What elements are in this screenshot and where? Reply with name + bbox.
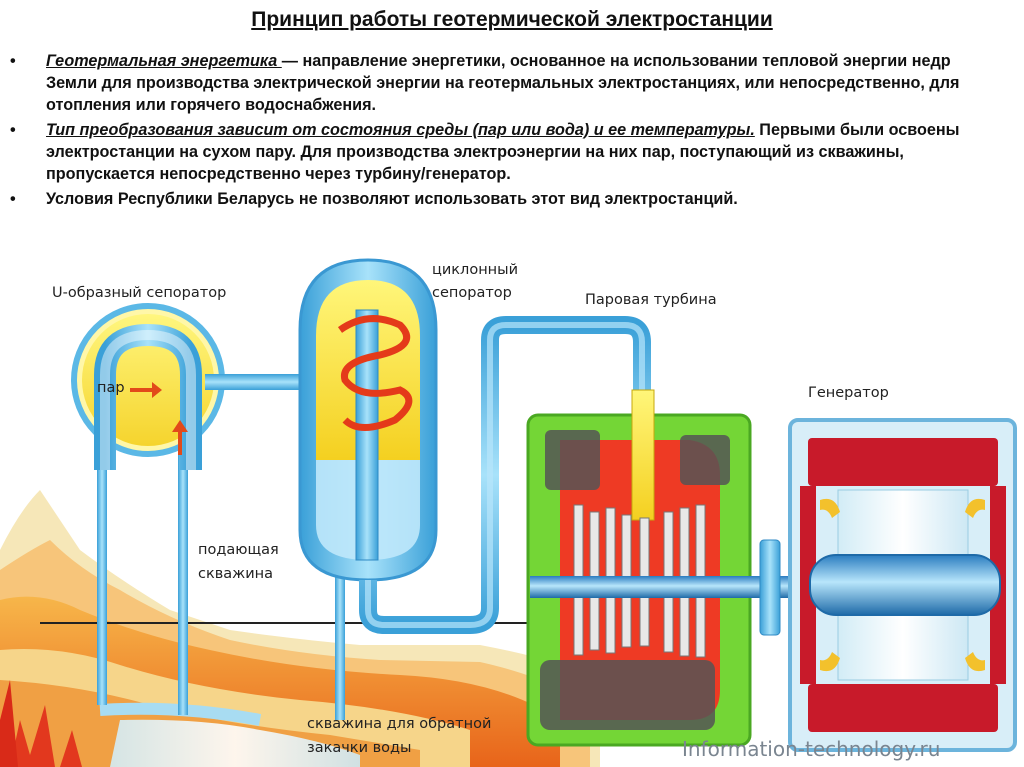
label-turbine: Паровая турбина: [585, 292, 717, 308]
generator: [788, 418, 1017, 752]
bullet-geothermal-definition: • Геотермальная энергетика — направление…: [10, 50, 1000, 116]
label-cyclone-2: сепоратор: [432, 285, 512, 301]
watermark: Information-technology.ru: [682, 737, 941, 761]
return-well: [335, 570, 345, 720]
arrow-right-icon: [130, 382, 162, 398]
bullet-term: Тип преобразования зависит от состояния …: [46, 121, 755, 139]
wells: [97, 430, 345, 720]
bullet-term: Геотермальная энергетика: [46, 52, 282, 70]
rotor: [809, 554, 1001, 616]
turbine-shaft: [530, 576, 830, 598]
bullet-marker: •: [10, 121, 16, 139]
bullet-belarus-conditions: • Условия Республики Беларусь не позволя…: [10, 188, 1000, 210]
pipe-separator-to-cyclone: [205, 374, 315, 390]
label-supply-2: скважина: [198, 566, 273, 582]
label-supply-1: подающая: [198, 542, 279, 558]
label-steam: пар: [97, 380, 125, 396]
label-cyclone-1: циклонный: [432, 262, 518, 278]
geothermal-plant-diagram: U-образный сепоратор пар циклонный сепор…: [0, 258, 1017, 767]
steam-spiral: [337, 315, 413, 431]
bullet-marker: •: [10, 190, 16, 208]
label-generator: Генератор: [808, 385, 889, 401]
bullet-text: — направление энергетики, основанное на …: [46, 52, 960, 114]
earth-layers: [0, 490, 600, 767]
steam-turbine: [526, 389, 752, 747]
label-return-2: закачки воды: [307, 740, 412, 756]
bullet-list: • Геотермальная энергетика — направление…: [10, 50, 1000, 213]
arrow-up-icon: [172, 420, 188, 455]
u-separator: [71, 303, 225, 470]
bullet-text: Первыми были освоены электростанции на с…: [46, 121, 960, 183]
coupling: [759, 539, 781, 636]
label-u-separator: U-образный сепоратор: [52, 285, 226, 301]
bullet-conversion-type: • Тип преобразования зависит от состояни…: [10, 119, 1000, 185]
well-left: [97, 430, 107, 705]
bullet-text: Условия Республики Беларусь не позволяют…: [46, 190, 738, 208]
well-right: [178, 430, 188, 715]
label-return-1: скважина для обратной: [307, 716, 491, 732]
bullet-marker: •: [10, 52, 16, 70]
cyclone-separator: [298, 258, 438, 582]
pipe-cyclone-to-turbine: [359, 316, 651, 634]
page-title: Принцип работы геотермической электроста…: [251, 8, 773, 31]
